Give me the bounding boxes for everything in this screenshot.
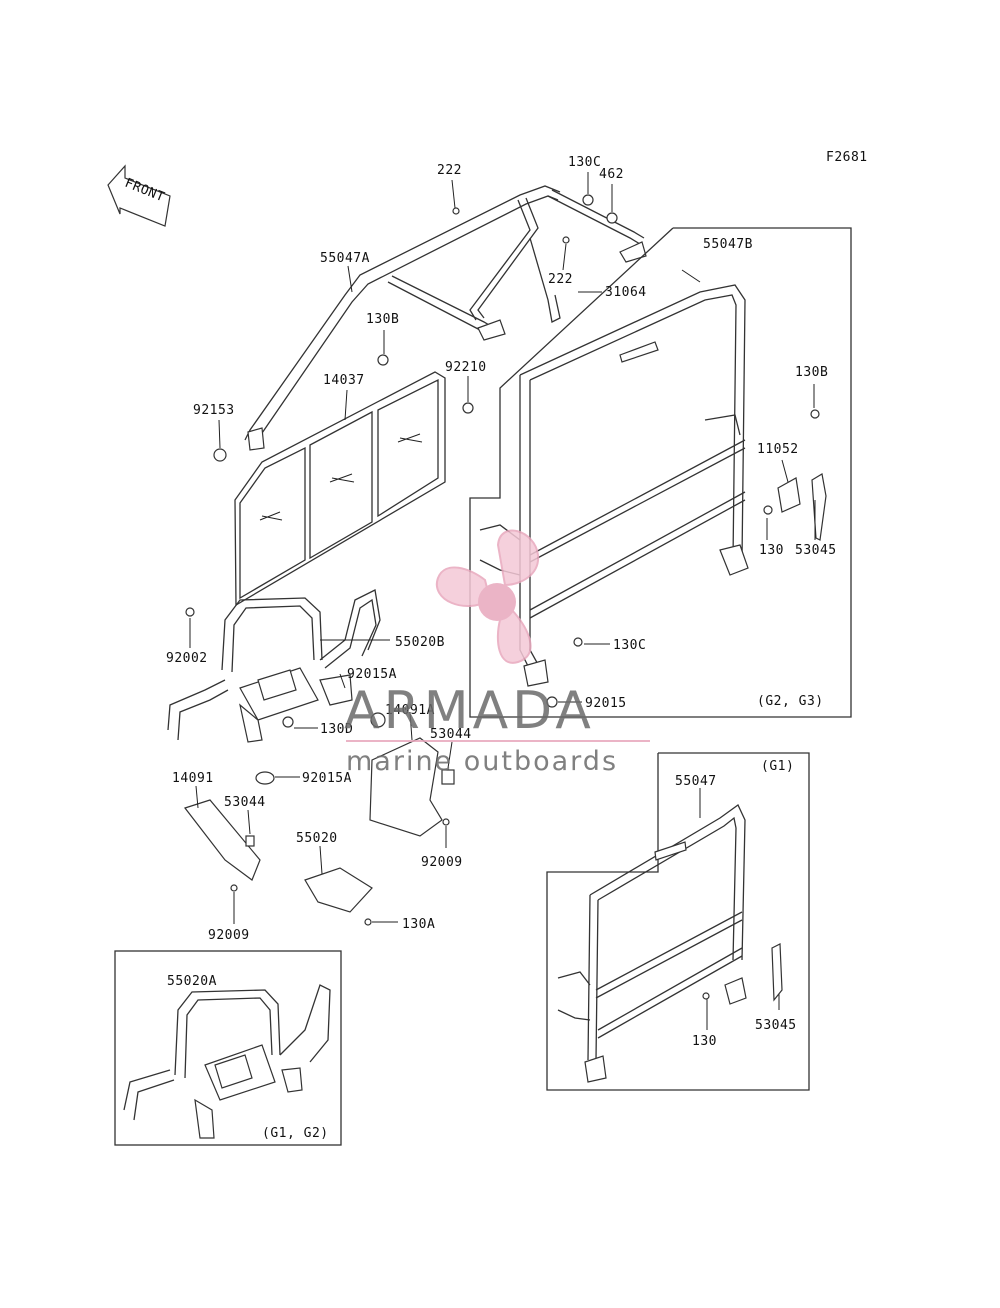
clip-53044-a <box>441 769 455 785</box>
label-55020: 55020 <box>296 831 338 846</box>
fasteners <box>185 194 827 926</box>
label-462: 462 <box>599 167 624 182</box>
label-92210: 92210 <box>445 360 487 375</box>
label-92015a-top: 92015A <box>347 667 397 682</box>
label-130c-mid: 130C <box>613 638 646 653</box>
leader-lines <box>189 172 816 1030</box>
guard-14091 <box>184 799 261 881</box>
label-92015: 92015 <box>585 696 627 711</box>
group-box-g1g2 <box>114 950 342 1146</box>
label-130-low: 130 <box>692 1034 717 1049</box>
watermark: ARMADA marine outboards <box>344 529 650 777</box>
strap-31064 <box>529 237 561 323</box>
group-box-g1 <box>546 752 810 1091</box>
label-55020a: 55020A <box>167 974 217 989</box>
label-53044-b: 53044 <box>224 795 266 810</box>
label-14091: 14091 <box>172 771 214 786</box>
label-55047a: 55047A <box>320 251 370 266</box>
front-guard-55020b <box>167 589 381 743</box>
label-92009-a: 92009 <box>421 855 463 870</box>
label-55047b: 55047B <box>703 237 753 252</box>
figure-code: F2681 <box>826 150 868 165</box>
label-55020b: 55020B <box>395 635 445 650</box>
label-222-top: 222 <box>437 163 462 178</box>
label-222-mid: 222 <box>548 272 573 287</box>
label-92002: 92002 <box>166 651 208 666</box>
label-11052: 11052 <box>757 442 799 457</box>
label-130a: 130A <box>402 917 435 932</box>
rear-frame-55047 <box>557 804 783 1083</box>
label-92009-b: 92009 <box>208 928 250 943</box>
group-box-g2g3 <box>469 227 852 718</box>
label-14037: 14037 <box>323 373 365 388</box>
label-55047: 55047 <box>675 774 717 789</box>
label-53045-low: 53045 <box>755 1018 797 1033</box>
label-31064: 31064 <box>605 285 647 300</box>
group-label-g1: (G1) <box>761 759 794 774</box>
clip-53044-b <box>245 835 255 847</box>
group-label-g2g3: (G2, G3) <box>757 694 824 709</box>
front-guard-55020a <box>123 984 331 1139</box>
watermark-brand: ARMADA <box>344 681 595 741</box>
rear-frame-55047b <box>479 284 749 687</box>
label-14091a: 14091A <box>385 703 435 718</box>
front-arrow-icon: FRONT <box>107 164 171 227</box>
label-130b-left: 130B <box>366 312 399 327</box>
label-130c-top: 130C <box>568 155 601 170</box>
label-130-right: 130 <box>759 543 784 558</box>
window-panel-14037 <box>234 371 446 607</box>
label-92015a-low: 92015A <box>302 771 352 786</box>
roof-frame-55047a <box>244 185 647 451</box>
watermark-tagline: marine outboards <box>346 746 618 777</box>
label-92153: 92153 <box>193 403 235 418</box>
propeller-logo-icon <box>435 529 540 664</box>
group-label-g1g2: (G1, G2) <box>262 1126 329 1141</box>
label-53044-a: 53044 <box>430 727 472 742</box>
label-130d: 130D <box>320 722 353 737</box>
label-130b-right: 130B <box>795 365 828 380</box>
label-53045-right: 53045 <box>795 543 837 558</box>
skid-plate-55020 <box>304 867 373 913</box>
